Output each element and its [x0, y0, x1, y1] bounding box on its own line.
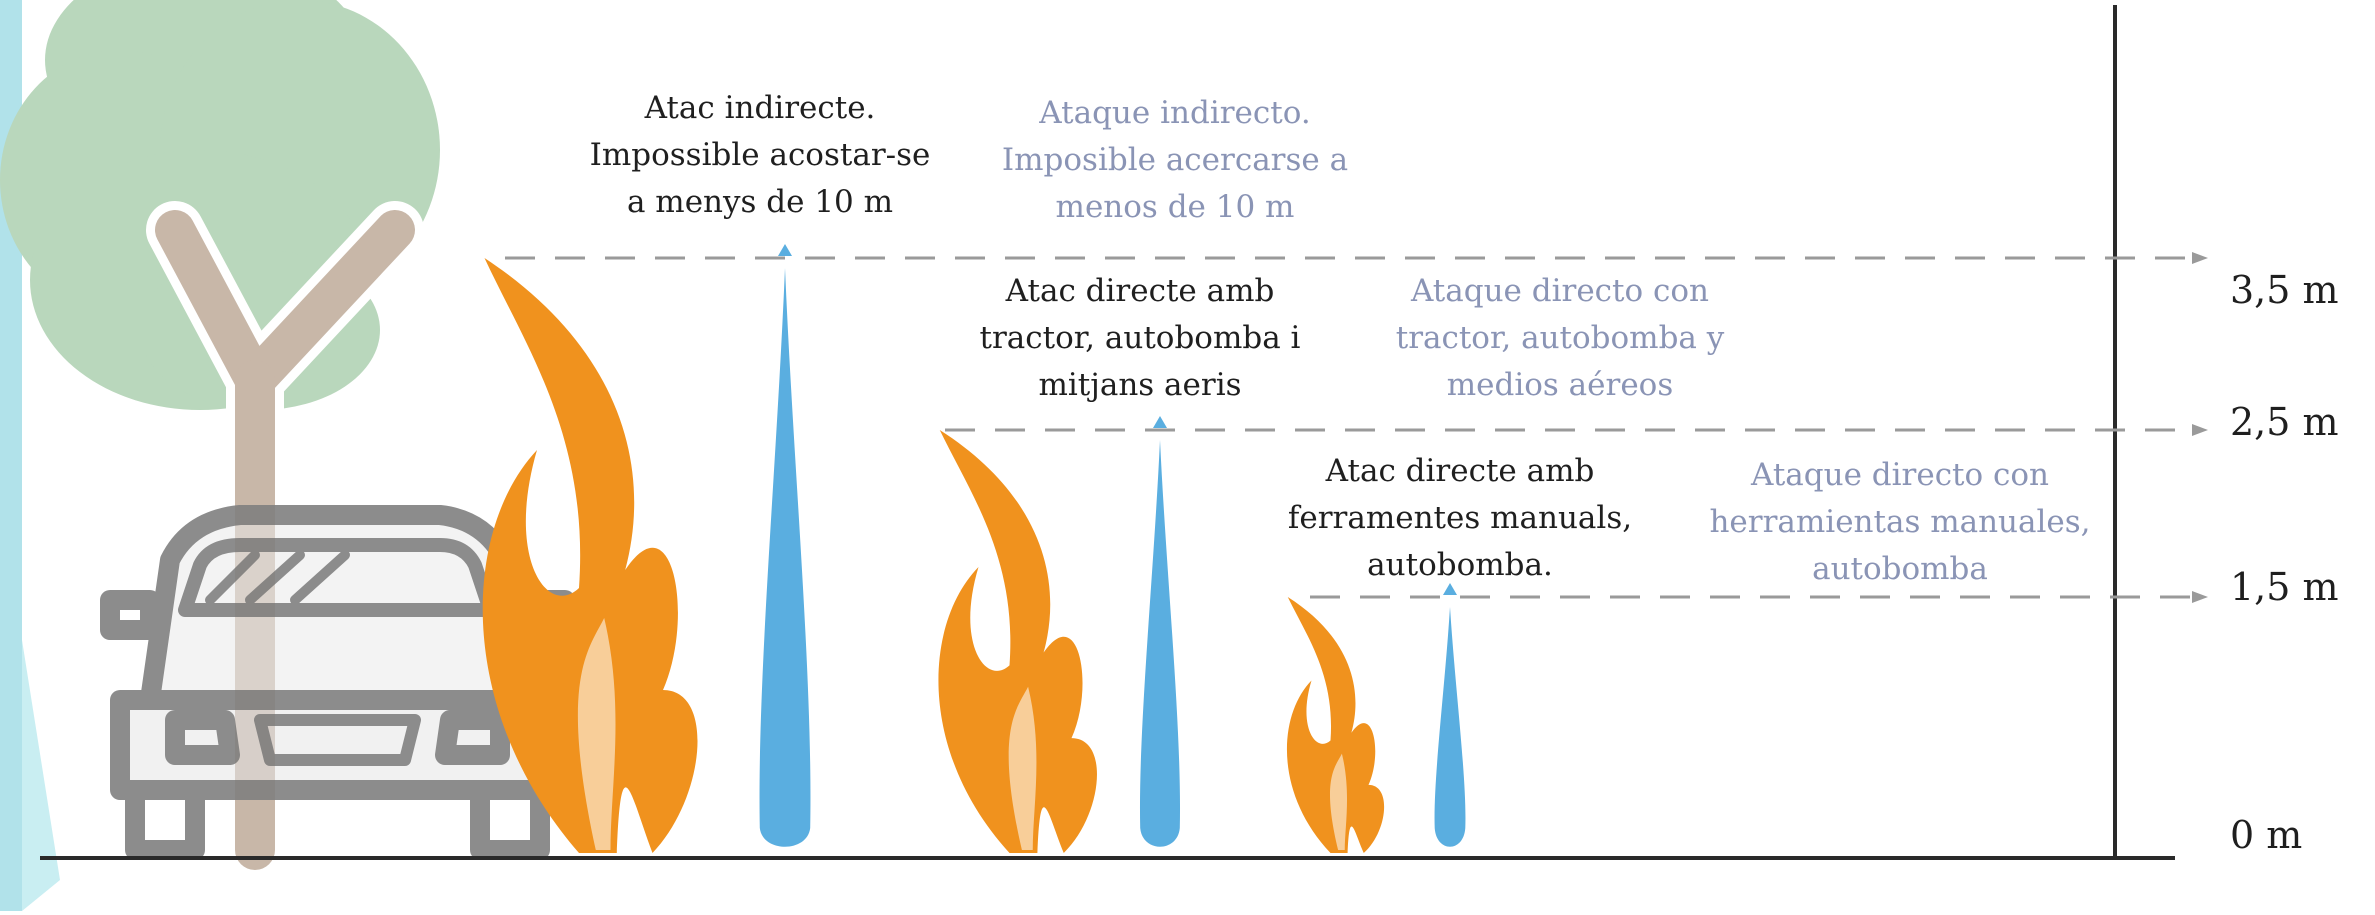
label-level-3-spanish: Ataque directo con herramientas manuales…	[1709, 457, 2091, 587]
flame-highlight	[577, 618, 616, 850]
flame-icon	[1286, 597, 1385, 853]
tick-0m: 0 m	[2230, 813, 2303, 857]
tick-arrow-level-2	[2192, 424, 2208, 436]
flame-icon	[482, 258, 698, 853]
tick-arrow-level-1	[2192, 252, 2208, 264]
flame-icon	[938, 430, 1097, 853]
water-drop-tip-arrow	[1443, 583, 1457, 595]
water-drop-tip-arrow	[1153, 416, 1167, 428]
tick-3-5m: 3,5 m	[2230, 268, 2339, 312]
label-level-1-spanish: Ataque indirecto. Imposible acercarse a …	[1001, 95, 1349, 225]
water-drop-tip-arrow	[778, 244, 792, 256]
label-level-2-spanish: Ataque directo con tractor, autobomba y …	[1395, 273, 1725, 403]
tick-arrow-level-3	[2192, 591, 2208, 603]
label-level-2-catalan: Atac directe amb tractor, autobomba i mi…	[979, 273, 1301, 403]
water-drop-icon	[1139, 440, 1181, 847]
tick-1-5m: 1,5 m	[2230, 565, 2339, 609]
left-accent-wedge	[22, 640, 60, 911]
flame-highlight	[1008, 686, 1037, 850]
label-level-1-catalan: Atac indirecte. Impossible acostar-se a …	[589, 90, 931, 220]
water-drop-icon	[759, 268, 811, 847]
water-drop-icon	[1434, 607, 1466, 847]
tick-2-5m: 2,5 m	[2230, 400, 2339, 444]
flame-highlight	[1329, 753, 1348, 850]
label-level-3-catalan: Atac directe amb ferramentes manuals, au…	[1287, 453, 1633, 583]
